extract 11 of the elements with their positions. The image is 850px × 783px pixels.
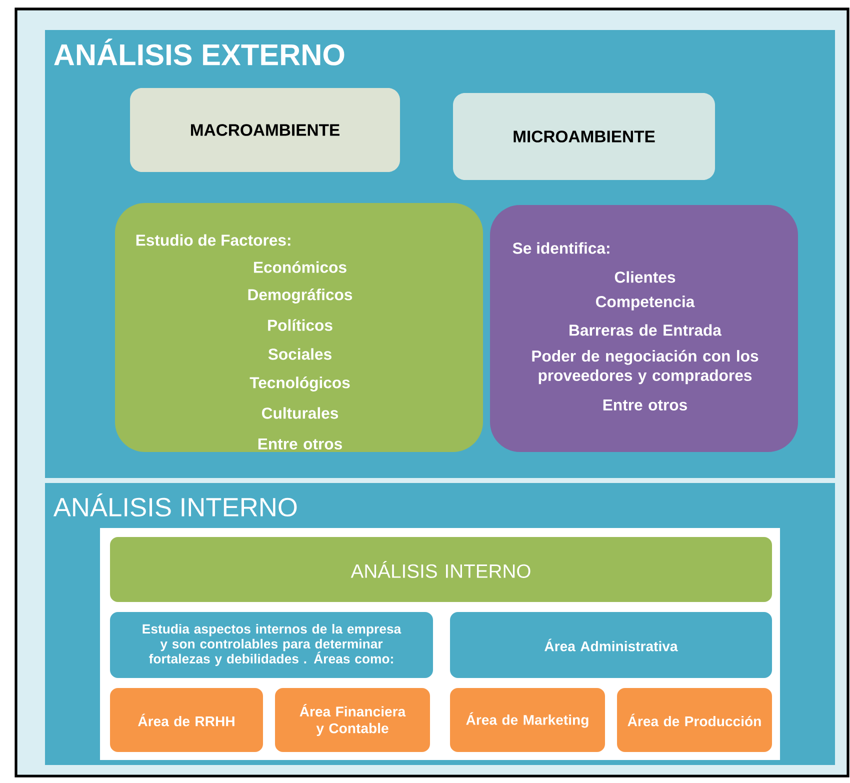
area-box: Área Financiera y Contable — [275, 688, 430, 752]
area-box: Área de RRHH — [110, 688, 263, 752]
area-box: Área Administrativa — [450, 612, 772, 678]
list-box: Estudio de Factores: Económicos Demográficos Políticos Sociales Tecnológicos Culturales Entre otros — [115, 203, 483, 452]
heading-box: MACROAMBIENTE — [130, 88, 400, 172]
header-bar: ANÁLISIS INTERNO — [110, 537, 772, 602]
description-box: Estudia aspectos internos de la empresa y son controlables para determinar fortalezas y debilidades . Áreas como: — [110, 612, 433, 678]
heading-box: MICROAMBIENTE — [453, 93, 715, 180]
area-box: Área de Marketing — [450, 688, 605, 752]
list-box: Se identifica: Clientes Competencia Barreras de Entrada Poder de negociación con los proveedores y compradores Entre otros — [490, 205, 798, 452]
area-box: Área de Producción — [617, 688, 772, 752]
